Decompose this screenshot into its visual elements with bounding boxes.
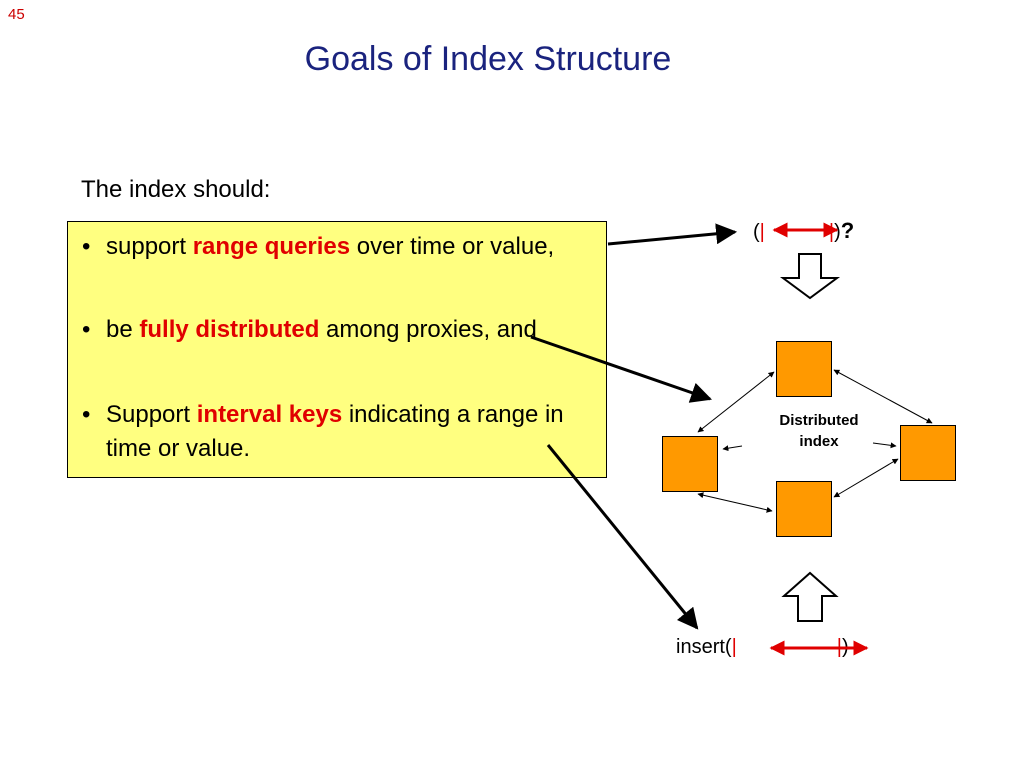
bullet: •: [82, 401, 91, 428]
intro-text: The index should:: [81, 176, 271, 203]
pointer-arrow-distributed: [530, 335, 712, 403]
hollow-down-arrow-icon: [779, 253, 841, 300]
index-node-right: [900, 425, 956, 481]
pointer-arrow-range-query: [607, 223, 738, 246]
index-node-bottom: [776, 481, 832, 537]
ring-arrow-left-bottom: [697, 492, 773, 513]
pointer-arrow-insert: [546, 444, 699, 630]
ring-arrow-top-left: [697, 371, 775, 433]
label-line: index: [799, 433, 839, 450]
goal-item-range-queries: • support range queries over time or val…: [82, 230, 592, 264]
index-node-left: [662, 436, 718, 492]
ring-arrow-to-left-node: [722, 445, 743, 452]
goal-text-before: support: [106, 233, 193, 260]
goal-text-after: over time or value,: [350, 233, 555, 260]
goal-text-after: indicating a range in time or value.: [106, 401, 564, 462]
goal-highlight: interval keys: [196, 401, 343, 428]
goal-text-before: Support: [106, 401, 197, 428]
slide-number: 45: [8, 6, 25, 23]
slide-title: Goals of Index Structure: [304, 40, 672, 78]
hollow-up-arrow-icon: [781, 571, 839, 622]
goal-highlight: range queries: [192, 233, 351, 260]
bullet: •: [82, 316, 91, 343]
ring-arrow-top-right: [833, 369, 933, 424]
insert-prefix: insert(: [676, 636, 732, 658]
ring-arrow-bottom-right: [833, 458, 899, 498]
index-node-top: [776, 341, 832, 397]
goal-text-after: among proxies, and: [319, 316, 537, 343]
goals-box: • support range queries over time or val…: [67, 221, 607, 478]
paren-open: (: [753, 221, 760, 243]
goal-item-fully-distributed: • be fully distributed among proxies, an…: [82, 313, 592, 347]
interval-bar-left: |: [731, 636, 737, 658]
bullet: •: [82, 233, 91, 260]
goal-text-before: be: [106, 316, 140, 343]
goal-text: be fully distributed among proxies, and: [82, 313, 592, 347]
ring-arrow-to-right-node: [872, 442, 897, 449]
goal-text: support range queries over time or value…: [82, 230, 592, 264]
goal-highlight: fully distributed: [139, 316, 320, 343]
question-mark: ?: [840, 218, 855, 243]
goal-text: Support interval keys indicating a range…: [82, 398, 592, 466]
interval-bar-left: |: [759, 221, 765, 243]
goal-item-interval-keys: • Support interval keys indicating a ran…: [82, 398, 592, 466]
